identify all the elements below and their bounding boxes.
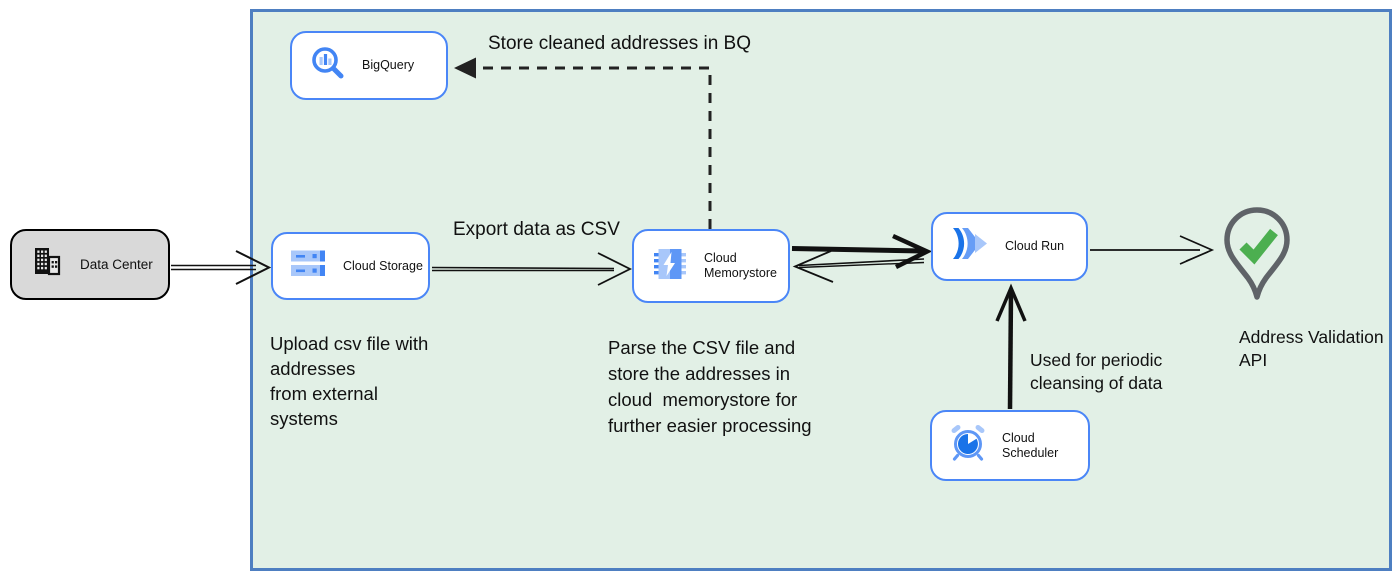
edge-label-periodic-cleansing: Used for periodic cleansing of data bbox=[1030, 350, 1163, 393]
node-bigquery: BigQuery bbox=[290, 31, 448, 100]
scheduler-clock-icon bbox=[948, 423, 988, 468]
node-label: Cloud Run bbox=[1005, 239, 1065, 253]
memorystore-chip-icon bbox=[650, 244, 690, 289]
system-boundary-box bbox=[250, 9, 1392, 571]
edge-label-store-cleaned-bq: Store cleaned addresses in BQ bbox=[488, 33, 751, 54]
node-label: Cloud Storage bbox=[343, 258, 423, 273]
node-label: Data Center bbox=[80, 257, 153, 272]
address-validation-label: Address Validation API bbox=[1239, 327, 1384, 370]
bigquery-magnifier-icon bbox=[308, 43, 348, 88]
annotation-upload-csv: Upload csv file with addresses from exte… bbox=[270, 333, 429, 429]
building-icon bbox=[28, 243, 66, 286]
node-label: Cloud Scheduler bbox=[1002, 430, 1059, 460]
node-cloud-run: Cloud Run bbox=[931, 212, 1088, 281]
map-pin-check-icon bbox=[1220, 204, 1294, 323]
edge-label-export-csv: Export data as CSV bbox=[453, 219, 620, 240]
cloud-run-chevrons-icon bbox=[949, 226, 991, 267]
annotation-parse-csv: Parse the CSV file and store the address… bbox=[608, 337, 812, 436]
storage-disks-icon bbox=[289, 248, 329, 285]
node-cloud-scheduler: Cloud Scheduler bbox=[930, 410, 1090, 481]
node-data-center: Data Center bbox=[10, 229, 170, 300]
node-cloud-storage: Cloud Storage bbox=[271, 232, 430, 300]
node-cloud-memorystore: Cloud Memorystore bbox=[632, 229, 790, 303]
node-label: Cloud Memorystore bbox=[704, 251, 777, 280]
node-label: BigQuery bbox=[362, 58, 415, 72]
